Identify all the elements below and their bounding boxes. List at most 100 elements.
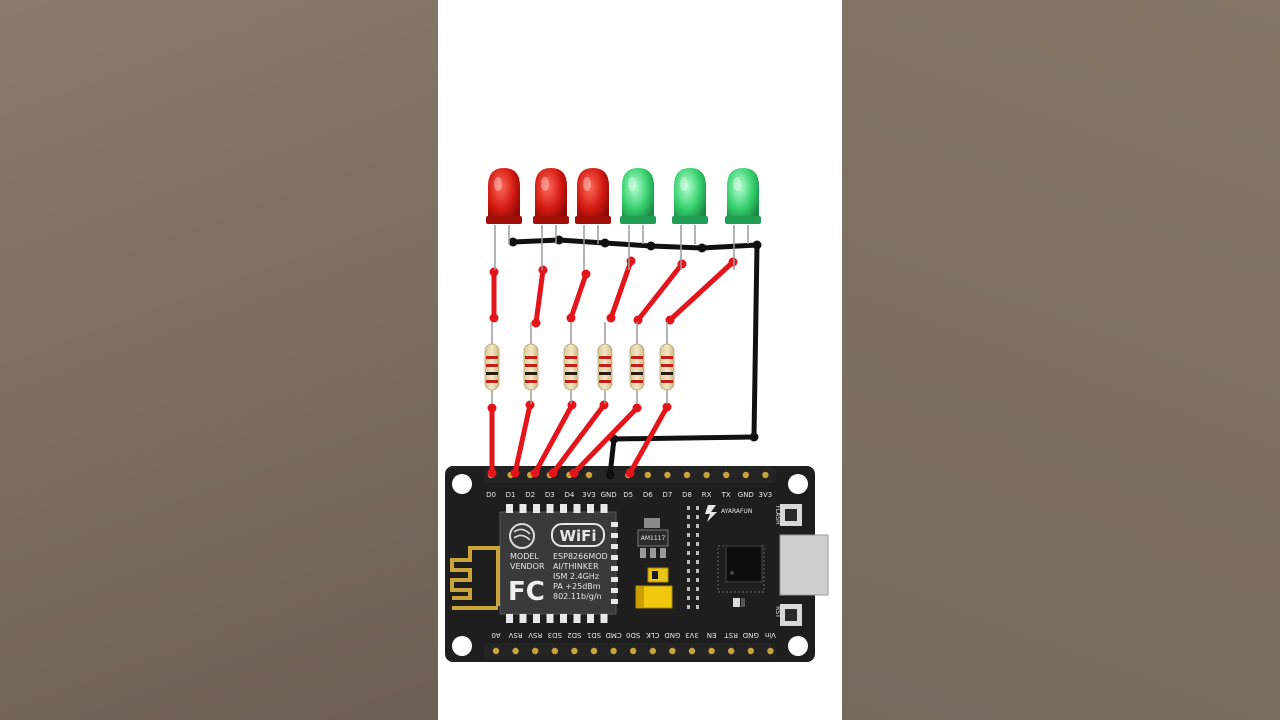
led-to-resistor-wire-node [489, 267, 499, 277]
module-pad [611, 533, 618, 538]
resistor-band [486, 364, 498, 367]
header-pin [512, 647, 519, 655]
pin-label-bottom: RST [724, 631, 738, 639]
ground-wire-node [752, 240, 762, 250]
rst-label: RST [774, 606, 781, 618]
via-dot [687, 551, 690, 555]
module-pad [611, 522, 618, 527]
pin-label-bottom: CMD [605, 631, 621, 639]
resistor [523, 343, 539, 391]
pin-label-top: D3 [545, 491, 555, 499]
module-pad [611, 544, 618, 549]
resistor-band [486, 380, 498, 383]
header-pin [551, 647, 558, 655]
usb-connector [779, 534, 829, 596]
led-to-resistor-wire [635, 261, 685, 323]
ground-wire-node [508, 237, 518, 247]
ground-wire-node [697, 243, 707, 253]
led-rim [725, 216, 761, 224]
module-pad [506, 504, 513, 513]
mount-hole-icon [452, 636, 472, 656]
pin-label-bottom: GND [743, 631, 759, 639]
green-led-icon [725, 168, 761, 270]
ground-wire-node [605, 470, 615, 480]
header-pin [532, 647, 539, 655]
header-pin [728, 647, 735, 655]
bottom-header-strip [484, 643, 776, 659]
resistor-band [661, 356, 673, 359]
fc-logo: FC [508, 577, 545, 607]
led-highlight [583, 177, 591, 191]
module-label-model: MODEL [510, 552, 539, 561]
led-to-resistor-wire [608, 258, 634, 321]
pin-label-bottom: A0 [491, 631, 500, 639]
resistor-to-board-wire-node [567, 400, 577, 410]
red-led-icon [575, 168, 611, 270]
led-to-resistor-wire-node [633, 315, 643, 325]
pin-label-top: RX [702, 491, 712, 499]
led-to-resistor-wire-node [489, 313, 499, 323]
pin-label-bottom: 3V3 [685, 631, 699, 639]
led-to-resistor-wire-node [606, 313, 616, 323]
via-dot [687, 560, 690, 564]
led-highlight [541, 177, 549, 191]
module-pad [611, 599, 618, 604]
header-pin [669, 647, 676, 655]
resistor-band [525, 372, 537, 375]
header-pin [492, 647, 500, 655]
header-pin [747, 647, 754, 655]
header-pin [762, 471, 769, 479]
resistor-band [631, 364, 643, 367]
bottom-header-pins [492, 647, 774, 655]
led-to-resistor-wire-node [581, 269, 591, 279]
pin-label-bottom: RSV [528, 631, 542, 639]
resistor-band [565, 372, 577, 375]
pin-label-top: D8 [682, 491, 692, 499]
via-dot [687, 533, 690, 537]
via-dot [696, 524, 699, 528]
via-dot [696, 542, 699, 546]
pin-label-bottom: EN [707, 631, 717, 639]
header-pin [664, 471, 671, 479]
pin-label-top: D1 [506, 491, 516, 499]
via-dot [687, 569, 690, 573]
module-pad [506, 614, 513, 623]
resistor-band [486, 372, 498, 375]
via-dot [687, 605, 690, 609]
resistor-to-board-wire-node [530, 468, 540, 478]
resistor-to-board-wire-node [525, 400, 535, 410]
resistor-to-board-wire-node [632, 403, 642, 413]
via-dot [687, 578, 690, 582]
module-label-vendor: VENDOR [510, 562, 545, 571]
pin-label-bottom: SD2 [567, 631, 581, 639]
resistor-band [631, 372, 643, 375]
module-pad [611, 555, 618, 560]
resistor-to-board-wire-node [510, 468, 520, 478]
regulator-tab [644, 518, 660, 528]
resistor-band [525, 380, 537, 383]
resistor-band [599, 356, 611, 359]
module-pad [560, 614, 567, 623]
resistor-band [661, 364, 673, 367]
led-to-resistor-wire-node [531, 318, 541, 328]
mount-hole-icon [788, 474, 808, 494]
lightning-logo-icon [705, 505, 717, 522]
resistor-to-board-wire-node [569, 468, 579, 478]
ground-wire-node [646, 241, 656, 251]
module-pad [600, 504, 608, 513]
led-dome [488, 168, 520, 222]
green-led-icon [672, 168, 708, 270]
module-pad [560, 504, 567, 513]
module-pad [519, 504, 527, 513]
resistor-to-board-wire-node [487, 403, 497, 413]
resistors [484, 322, 675, 404]
led-rim [620, 216, 656, 224]
led-rim [533, 216, 569, 224]
led-dome [622, 168, 654, 222]
usb-uart-chip [725, 545, 763, 583]
resistor [563, 343, 579, 391]
resistor [484, 343, 500, 391]
regulator-chip [637, 529, 669, 547]
resistor [659, 343, 675, 391]
